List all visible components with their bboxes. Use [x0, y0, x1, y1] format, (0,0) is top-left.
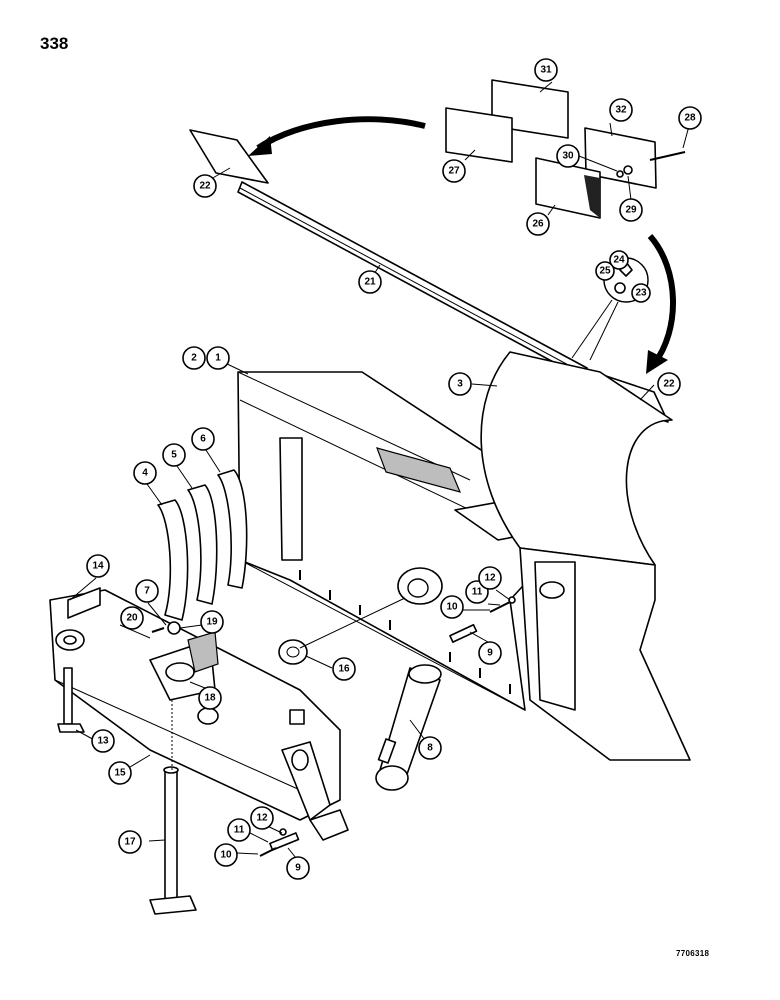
svg-text:16: 16 [338, 664, 350, 675]
hydraulic-cylinder [375, 664, 442, 791]
callouts: 1 2 3 4 5 6 7 8 9 9 10 10 11 11 12 12 13… [86, 58, 702, 880]
svg-text:12: 12 [256, 813, 268, 824]
callout-26: 26 [526, 212, 550, 236]
callout-28: 28 [678, 106, 702, 130]
end-bit-left [189, 129, 269, 184]
svg-text:15: 15 [114, 768, 126, 779]
svg-text:12: 12 [484, 573, 496, 584]
callout-18: 18 [198, 686, 222, 710]
svg-text:7: 7 [144, 586, 150, 597]
arrow-left [256, 116, 426, 151]
wear-plates [445, 79, 657, 219]
callout-16: 16 [332, 657, 356, 681]
callout-24: 24 [609, 250, 629, 270]
callout-30: 30 [556, 144, 580, 168]
push-arm-frame [49, 587, 349, 841]
moldboard [237, 351, 691, 761]
svg-text:11: 11 [234, 825, 245, 836]
svg-text:10: 10 [446, 602, 458, 613]
svg-text:9: 9 [487, 648, 493, 659]
callout-23: 23 [631, 283, 651, 303]
callout-12-upper: 12 [478, 566, 502, 590]
arrow-right-head [646, 350, 668, 374]
svg-text:24: 24 [613, 255, 625, 266]
callout-10-upper: 10 [440, 595, 464, 619]
svg-text:22: 22 [199, 181, 211, 192]
callout-25: 25 [595, 261, 615, 281]
callout-6: 6 [191, 427, 215, 451]
arrow-right [647, 234, 676, 366]
svg-text:13: 13 [97, 736, 109, 747]
side-liners [157, 469, 248, 621]
callout-17: 17 [118, 830, 142, 854]
svg-text:2: 2 [191, 353, 197, 364]
cutting-edge-part [237, 181, 588, 379]
svg-text:10: 10 [220, 850, 232, 861]
svg-text:27: 27 [448, 166, 460, 177]
svg-text:4: 4 [142, 468, 148, 479]
svg-text:28: 28 [684, 113, 696, 124]
callout-21: 21 [358, 270, 382, 294]
svg-text:29: 29 [625, 205, 637, 216]
callout-7: 7 [135, 579, 159, 603]
svg-text:1: 1 [215, 353, 221, 364]
svg-text:32: 32 [615, 105, 627, 116]
svg-text:31: 31 [540, 65, 552, 76]
callout-8: 8 [418, 736, 442, 760]
callout-5: 5 [162, 443, 186, 467]
svg-text:9: 9 [295, 863, 301, 874]
callout-11-lower: 11 [227, 818, 251, 842]
page-number: 338 [40, 34, 69, 53]
callout-12-lower: 12 [250, 806, 274, 830]
callout-29: 29 [619, 198, 643, 222]
svg-text:6: 6 [200, 434, 206, 445]
svg-text:18: 18 [204, 693, 216, 704]
callout-3: 3 [448, 372, 472, 396]
callout-22-right: 22 [657, 372, 681, 396]
svg-text:17: 17 [124, 837, 136, 848]
callout-27: 27 [442, 159, 466, 183]
svg-text:21: 21 [364, 277, 376, 288]
callout-31: 31 [534, 58, 558, 82]
svg-text:19: 19 [206, 617, 218, 628]
callout-20: 20 [120, 606, 144, 630]
svg-text:23: 23 [635, 288, 647, 299]
svg-text:25: 25 [599, 266, 611, 277]
hardware-set-lower [259, 828, 300, 857]
callout-22-left: 22 [193, 174, 217, 198]
callout-14: 14 [86, 554, 110, 578]
callout-9-upper: 9 [478, 641, 502, 665]
svg-text:30: 30 [562, 151, 574, 162]
svg-text:8: 8 [427, 743, 433, 754]
svg-text:20: 20 [126, 613, 138, 624]
callout-2: 2 [182, 346, 206, 370]
callout-10-lower: 10 [214, 843, 238, 867]
callout-32: 32 [609, 98, 633, 122]
callout-15: 15 [108, 761, 132, 785]
pin-13 [57, 667, 85, 733]
callout-19: 19 [200, 610, 224, 634]
callout-1: 1 [206, 346, 230, 370]
leader-lines [69, 81, 690, 859]
bolt-28 [649, 151, 686, 161]
callout-9-lower: 9 [286, 856, 310, 880]
svg-text:5: 5 [171, 450, 177, 461]
bushing-16 [278, 597, 406, 665]
svg-text:3: 3 [457, 379, 463, 390]
callout-4: 4 [133, 461, 157, 485]
svg-text:11: 11 [472, 587, 483, 598]
callout-13: 13 [91, 729, 115, 753]
svg-text:14: 14 [92, 561, 104, 572]
hardware-set-upper [449, 596, 516, 643]
svg-text:22: 22 [663, 379, 675, 390]
svg-text:26: 26 [532, 219, 544, 230]
pin-17 [149, 766, 197, 915]
arrow-left-head [248, 136, 272, 156]
figure-code: 7706318 [676, 949, 710, 958]
